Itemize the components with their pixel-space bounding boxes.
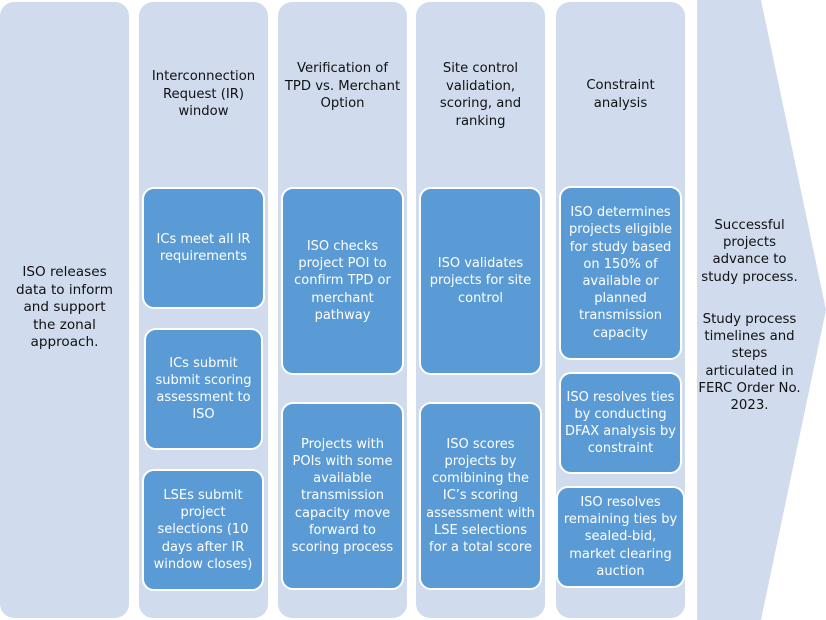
step-text: ISO checks project POI to confirm TPD or… [294, 238, 391, 323]
stage-column-site-control: Site control validation, scoring, and ra… [416, 2, 545, 618]
step-text: ISO scores projects by comibining the IC… [426, 436, 535, 555]
step-box: ISO scores projects by comibining the IC… [419, 402, 542, 590]
step-box: ISO checks project POI to confirm TPD or… [281, 187, 404, 375]
lead-column: ISO releases data to inform and support … [0, 2, 129, 618]
stage-title: Interconnection Request (IR) window [151, 69, 256, 119]
step-box: ISO resolves remaining ties by sealed-bi… [556, 486, 685, 588]
stage-column-tpd-verification: Verification of TPD vs. Merchant Option … [278, 2, 407, 618]
outcome-arrow-shape [697, 0, 826, 620]
step-box: ISO validates projects for site control [419, 187, 542, 375]
step-text: LSEs submit project selections (10 days … [153, 487, 253, 572]
step-box: ICs meet all IR requirements [142, 187, 265, 309]
arrow-polygon [697, 0, 826, 620]
lead-text: ISO releases data to inform and support … [16, 264, 113, 350]
outcome-text-ferc: Study process timelines and steps articu… [698, 312, 801, 414]
step-text: ICs meet all IR requirements [156, 231, 251, 264]
outcome-text-advance: Successful projects advance to study pro… [701, 218, 798, 285]
stage-column-ir-window: Interconnection Request (IR) window ICs … [139, 2, 268, 618]
stage-column-constraint-analysis: Constraint analysis ISO determines proje… [556, 2, 685, 618]
stage-title: Verification of TPD vs. Merchant Option [284, 61, 401, 111]
step-text: ISO validates projects for site control [429, 256, 532, 306]
step-text: ISO resolves remaining ties by sealed-bi… [563, 494, 678, 579]
step-text: ISO resolves ties by conducting DFAX ana… [565, 389, 676, 457]
step-box: ISO resolves ties by conducting DFAX ana… [559, 372, 682, 474]
step-text: ICs submit submit scoring assessment to … [155, 355, 252, 423]
step-box: ICs submit submit scoring assessment to … [144, 328, 263, 450]
step-box: LSEs submit project selections (10 days … [142, 469, 264, 591]
step-text: Projects with POIs with some available t… [291, 436, 394, 555]
stage-title: Site control validation, scoring, and ra… [439, 61, 522, 129]
step-box: Projects with POIs with some available t… [281, 402, 404, 590]
stage-title: Constraint analysis [586, 78, 655, 111]
step-box: ISO determines projects eligible for stu… [559, 186, 682, 360]
step-text: ISO determines projects eligible for stu… [569, 205, 672, 341]
